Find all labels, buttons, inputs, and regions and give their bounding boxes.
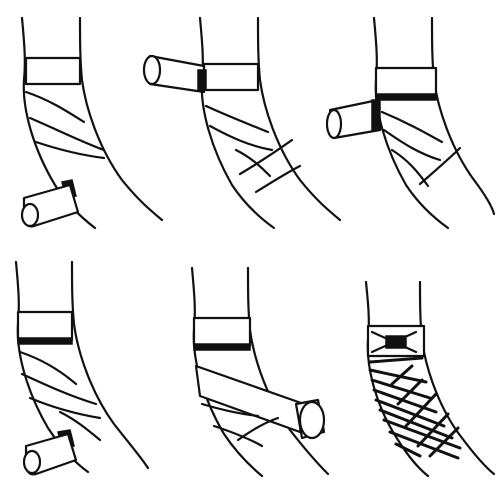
band-shadow — [376, 94, 436, 100]
arm-outline-right — [248, 268, 328, 474]
roll-end — [22, 204, 38, 226]
diagonal-turn — [36, 142, 104, 158]
arm-outline-right — [420, 282, 494, 474]
panel-step-1 — [22, 18, 162, 228]
bandage-tail — [196, 366, 304, 432]
diagonal-turn — [382, 112, 442, 142]
band-shadow — [194, 344, 250, 350]
diagonal-turn — [26, 92, 84, 122]
panel-step-3 — [327, 18, 494, 228]
roll-end — [327, 110, 341, 138]
arm-outline-left — [374, 18, 448, 228]
top-bandage-band — [26, 58, 80, 84]
band-shadow — [198, 70, 206, 90]
arm-outline-left — [200, 18, 274, 228]
top-bandage-band — [204, 64, 258, 90]
diagonal-turn — [20, 352, 76, 384]
top-bandage-band — [194, 318, 250, 346]
arm-outline-right — [80, 18, 162, 220]
roll-end — [144, 56, 160, 84]
band-shadow — [372, 100, 380, 130]
panel-step-2 — [144, 18, 340, 228]
roll-end — [300, 402, 324, 438]
diagonal-turn — [238, 418, 278, 440]
panel-step-5 — [192, 268, 328, 476]
diagonal-turn — [420, 148, 460, 184]
panel-step-4 — [16, 262, 148, 474]
roll-end — [24, 451, 40, 473]
band-shadow — [18, 338, 72, 344]
top-bandage-band — [18, 312, 72, 340]
arm-outline-right — [72, 262, 148, 468]
spiral-turns — [370, 358, 460, 458]
panel-step-6 — [366, 282, 494, 476]
band-shadow — [386, 336, 406, 348]
arm-outline-right — [432, 18, 494, 214]
